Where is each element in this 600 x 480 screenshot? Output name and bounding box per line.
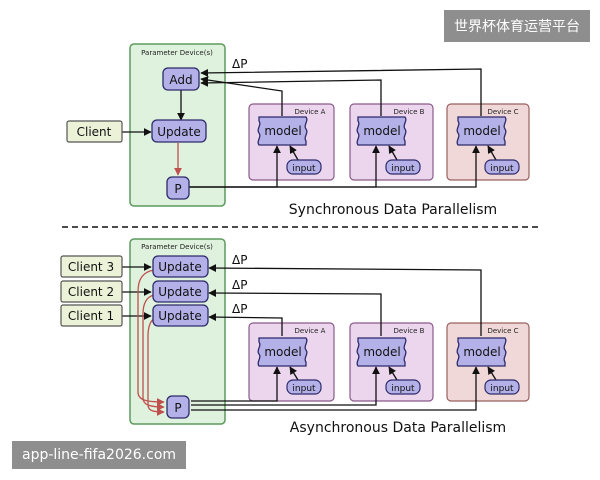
async-input-c-label: input [490,384,514,394]
async-arrow-input-a-to-model [289,366,299,381]
async-model-b-node [356,337,407,367]
async-device-c-title: Device C [487,327,518,335]
async-update-label-3: Update [158,260,201,274]
sync-client-label: Client [77,125,112,139]
sync-caption: Synchronous Data Parallelism [289,202,497,218]
async-model-c-node [456,337,507,367]
sync-client-box [66,120,123,143]
sync-model-a-node [257,116,308,146]
sync-p-label: P [174,182,181,196]
async-input-a-node [286,379,322,395]
async-caption: Asynchronous Data Parallelism [290,420,506,436]
async-red-arrow-update2-to-p [142,294,165,411]
sync-update-label: Update [157,125,200,139]
async-red-arrow-update1-to-p [147,318,165,416]
async-section: Parameter Device(s) Device A Device B De… [60,238,530,436]
async-client-2-box [60,280,123,303]
async-client-3-box [60,255,123,278]
async-delta-p-label-1: ΔP [232,253,247,267]
sync-delta-p-label: ΔP [232,57,247,71]
async-update-node-3 [152,255,209,278]
async-update-node-2 [152,280,209,303]
async-client-1-box [60,304,123,327]
sync-input-c-label: input [490,164,514,174]
sync-model-b-node [356,116,407,146]
sync-connectors [121,68,497,188]
async-red-arrow-update3-to-p [137,269,165,406]
sync-add-label: Add [169,73,192,87]
async-arrow-input-c-to-model [487,366,497,381]
async-parameter-device-title: Parameter Device(s) [141,243,213,251]
watermark-top: 世界杯体育运营平台 [444,10,590,42]
sync-model-c-label: model [463,124,500,138]
async-input-b-node [385,379,421,395]
sync-arrow-input-b-to-model [388,145,398,161]
async-client-1-label: Client 1 [68,309,114,323]
sync-model-b-label: model [363,124,400,138]
sync-device-a-title: Device A [295,108,326,116]
async-arrow-p-to-model-c [191,366,480,411]
async-device-a-title: Device A [295,327,326,335]
sync-device-c-title: Device C [487,108,518,116]
sync-p-node [166,176,190,200]
async-input-b-label: input [391,384,415,394]
async-arrow-model-a-to-update1 [208,313,283,336]
async-model-c-label: model [463,345,500,359]
async-delta-p-label-2: ΔP [232,278,247,292]
sync-model-c-node [456,116,507,146]
async-p-label: P [174,401,181,415]
sync-input-a-label: input [292,164,316,174]
async-p-node [166,395,190,419]
async-device-b-title: Device B [394,327,425,335]
watermark-bottom: app-line-fifa2026.com [12,441,187,469]
sync-section: Parameter Device(s) Device A Device B De… [66,43,530,218]
async-model-b-label: model [363,345,400,359]
sync-update-node [151,119,207,143]
sync-input-b-node [385,159,421,175]
async-arrow-model-b-to-update2 [208,289,382,336]
sync-device-b-title: Device B [394,108,425,116]
async-model-a-label: model [264,345,301,359]
async-red-connectors [137,269,165,416]
async-delta-p-label-3: ΔP [232,302,247,316]
sync-arrow-model-b-to-add [200,78,382,116]
async-arrow-input-b-to-model [388,366,398,381]
async-arrow-p-to-model-a [191,366,281,402]
async-input-c-node [484,379,520,395]
sync-arrow-model-c-to-add [200,68,482,116]
async-update-node-1 [152,304,209,327]
async-update-label-2: Update [158,285,201,299]
async-client-3-label: Client 3 [68,260,114,274]
async-update-label-1: Update [158,309,201,323]
async-connectors [122,263,497,411]
async-arrow-model-c-to-update3 [208,264,482,336]
sync-parameter-device-title: Parameter Device(s) [141,49,213,57]
async-arrow-p-to-model-b [191,366,380,406]
sync-arrow-input-a-to-model [289,145,299,161]
sync-input-c-node [484,159,520,175]
sync-model-a-label: model [264,124,301,138]
async-model-a-node [257,337,308,367]
sync-input-b-label: input [391,164,415,174]
sync-add-node [162,67,200,91]
async-client-2-label: Client 2 [68,285,114,299]
async-input-a-label: input [292,384,316,394]
sync-input-a-node [286,159,322,175]
sync-arrow-p-to-model-c [189,145,480,188]
sync-arrow-input-c-to-model [487,145,497,161]
